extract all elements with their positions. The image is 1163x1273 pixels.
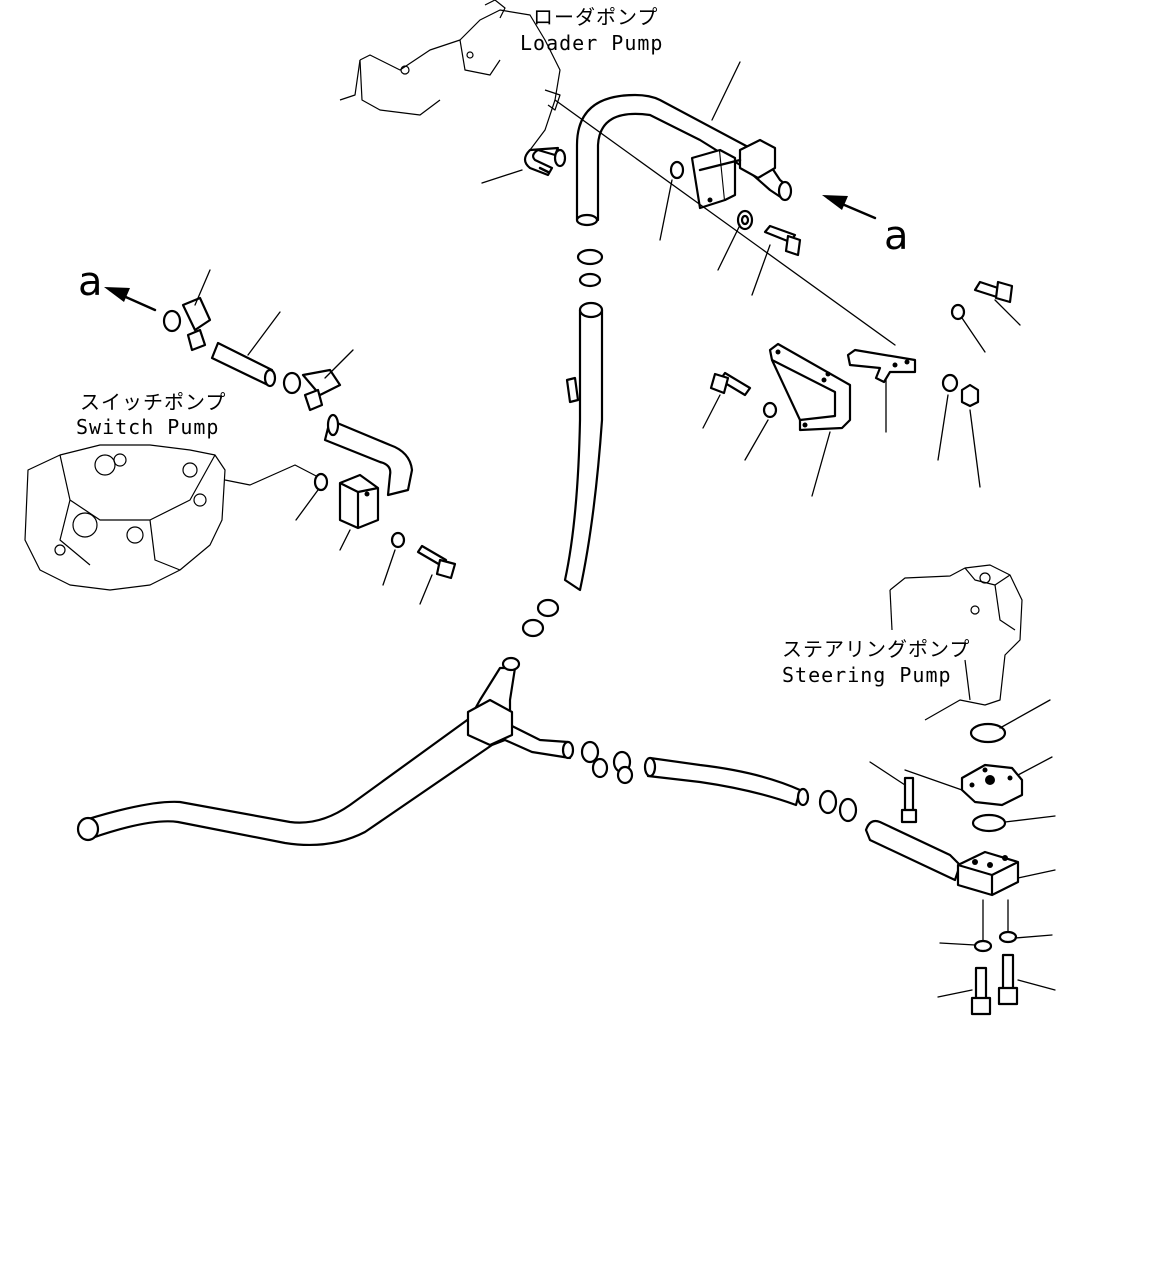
switch-pump-label-en: Switch Pump bbox=[76, 415, 220, 439]
steering-pump-label-ja: ステアリングポンプ bbox=[782, 637, 971, 661]
steering-pump-label-en: Steering Pump bbox=[782, 663, 952, 687]
switch-pump-pipe bbox=[162, 296, 457, 580]
lower-hose-clamps bbox=[580, 740, 634, 785]
loader-pump-sketch bbox=[339, 0, 561, 151]
center-hose bbox=[521, 248, 604, 638]
switch-pump-label-ja: スイッチポンプ bbox=[80, 390, 227, 414]
loader-pump-label-ja: ローダポンプ bbox=[533, 5, 659, 29]
view-arrow-right bbox=[822, 195, 877, 220]
loader-o-ring bbox=[669, 160, 685, 180]
bracket-assembly bbox=[709, 280, 1014, 432]
loader-pump-label-en: Loader Pump bbox=[520, 31, 664, 55]
main-return-tube bbox=[76, 656, 575, 847]
view-reference-left: a bbox=[78, 259, 103, 305]
view-arrow-left bbox=[104, 287, 157, 312]
loader-suction-tube bbox=[575, 93, 793, 227]
steering-tube bbox=[864, 819, 1020, 897]
leader-lines bbox=[194, 61, 1056, 998]
lower-hose bbox=[643, 756, 858, 823]
loader-hose-clamp bbox=[523, 146, 567, 177]
steering-flange bbox=[960, 722, 1024, 833]
loader-bolt bbox=[763, 224, 802, 257]
switch-pump-sketch bbox=[24, 444, 321, 591]
steering-pump-sketch bbox=[889, 564, 1023, 721]
steering-bolts bbox=[900, 776, 1019, 1016]
view-reference-right: a bbox=[884, 213, 909, 259]
